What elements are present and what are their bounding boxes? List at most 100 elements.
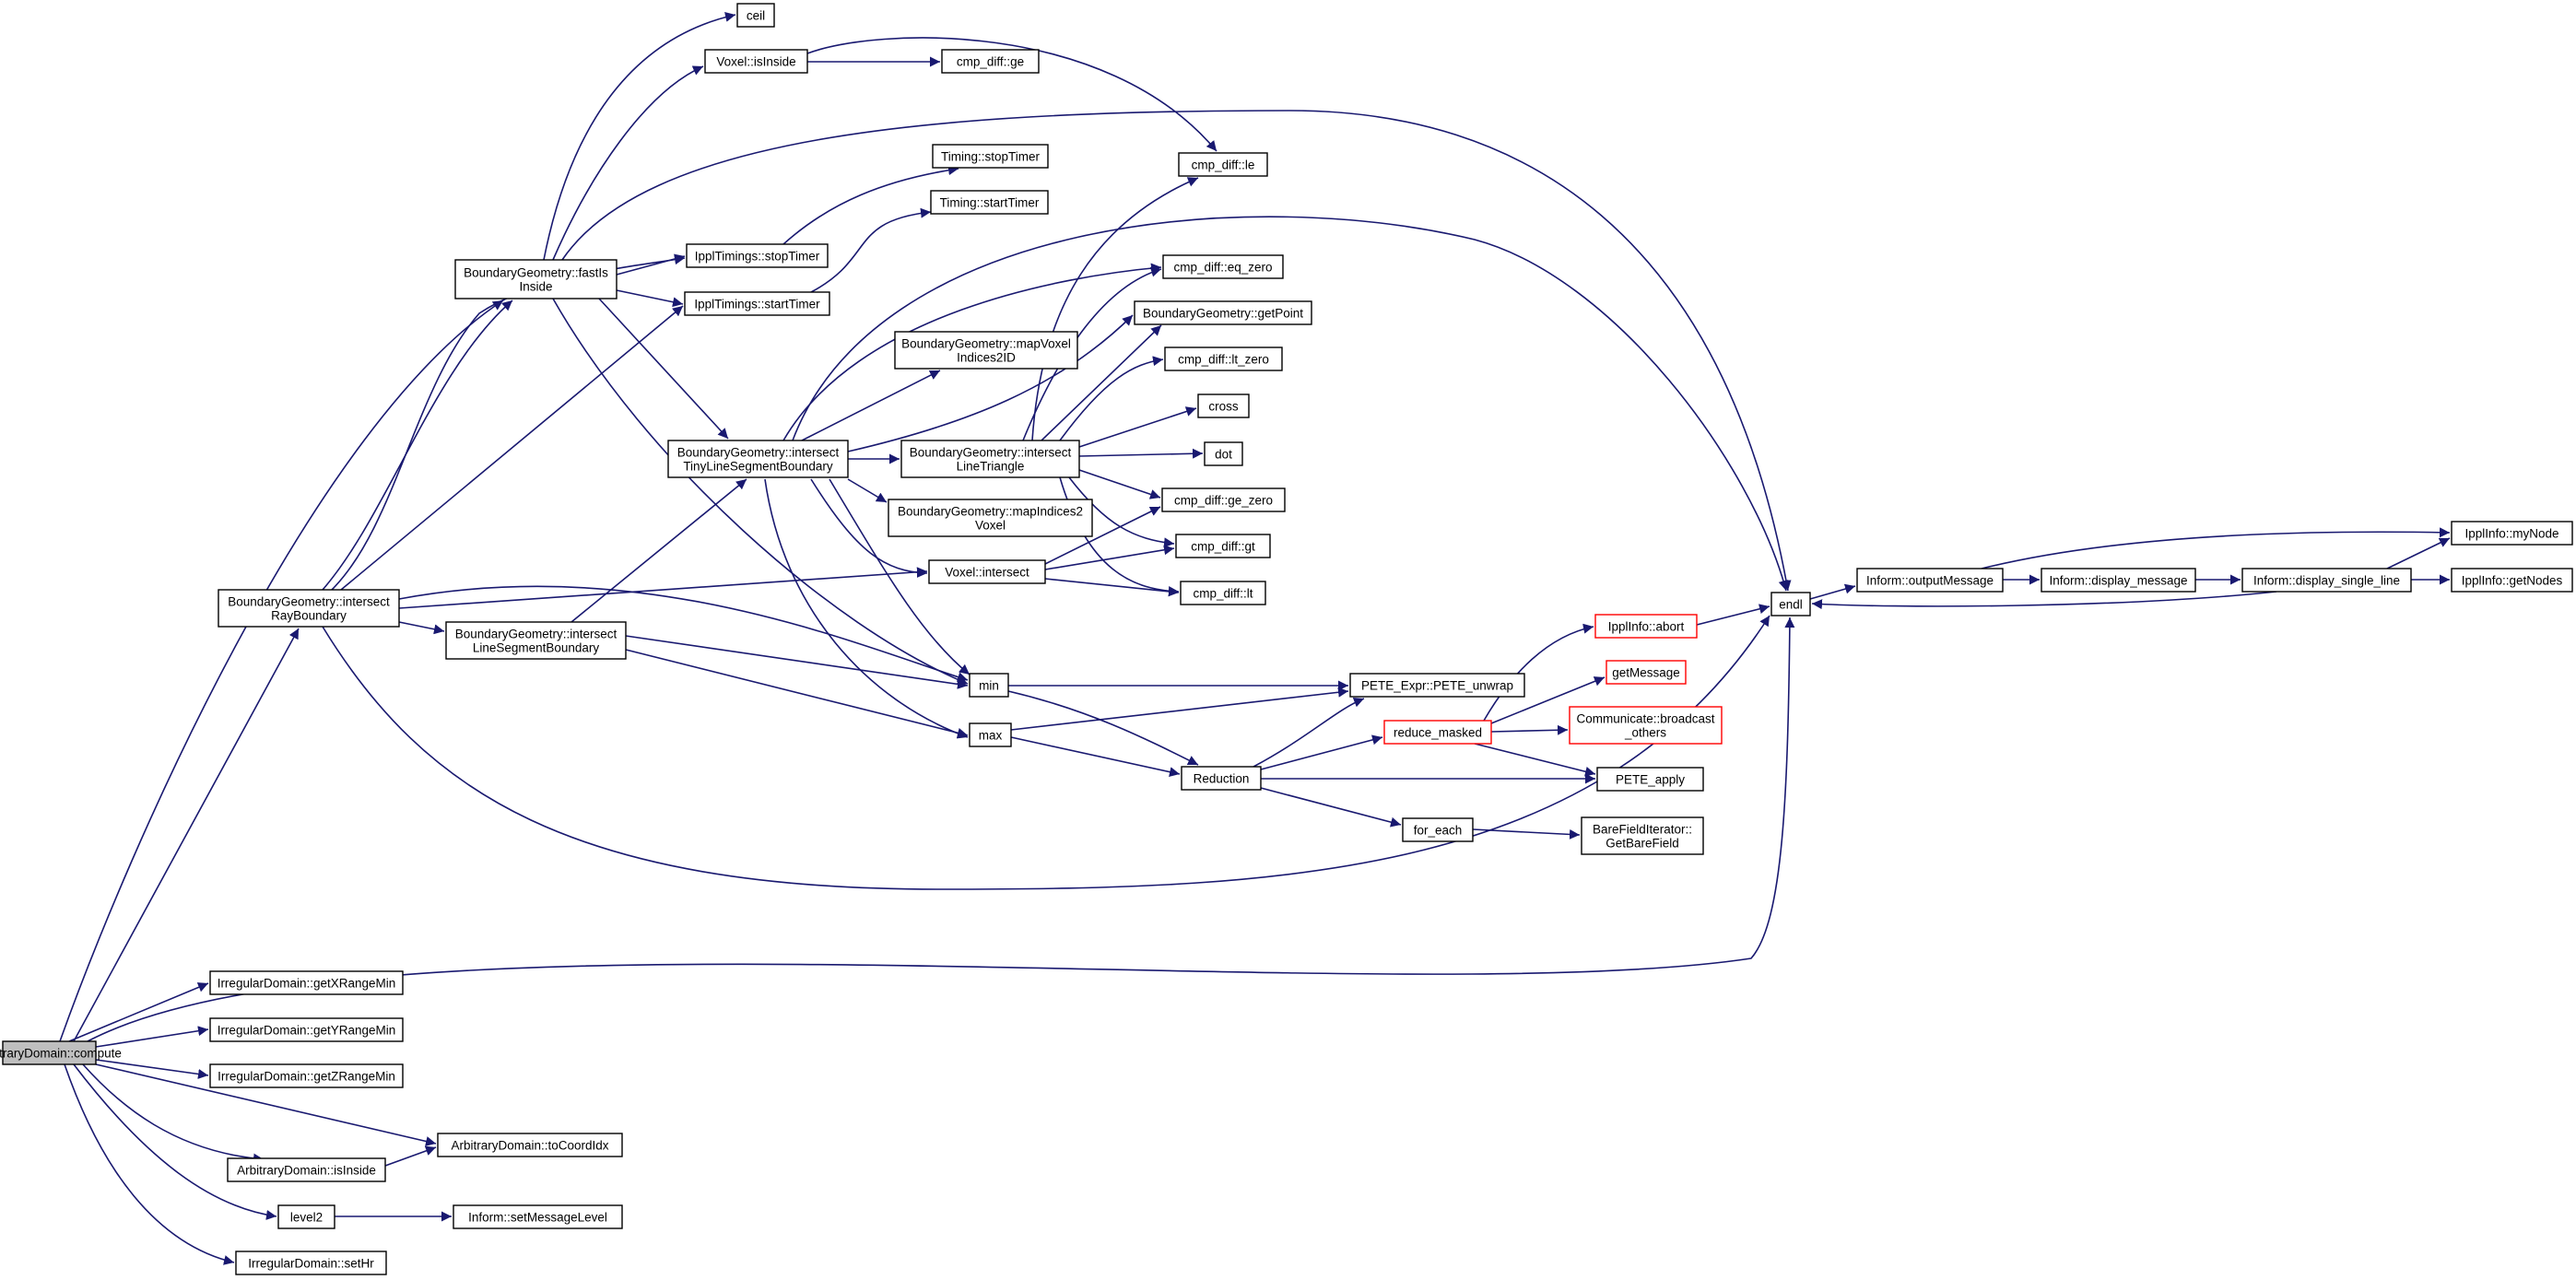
node-peteUnwrap[interactable]: PETE_Expr::PETE_unwrap bbox=[1349, 673, 1525, 698]
node-ipplAbort[interactable]: IpplInfo::abort bbox=[1594, 614, 1698, 639]
edge-reduceMasked-to-getMessage bbox=[1490, 676, 1606, 724]
node-box bbox=[218, 589, 400, 628]
edge-max-to-reduction bbox=[1010, 736, 1181, 778]
edge-intersectTri-to-getPoint bbox=[1041, 324, 1162, 441]
node-box bbox=[209, 1063, 404, 1088]
node-peteApply[interactable]: PETE_apply bbox=[1596, 767, 1704, 792]
node-max[interactable]: max bbox=[969, 722, 1012, 747]
node-getBareField[interactable]: BareFieldIterator::GetBareField bbox=[1581, 816, 1704, 855]
edge-intersectLine-to-min bbox=[625, 635, 969, 689]
node-box bbox=[900, 440, 1080, 478]
node-cmpGe[interactable]: cmp_diff::ge bbox=[941, 49, 1040, 74]
node-setMessageLevel[interactable]: Inform::setMessageLevel bbox=[453, 1204, 623, 1229]
node-getPoint[interactable]: BoundaryGeometry::getPoint bbox=[1134, 300, 1312, 325]
node-label: endl bbox=[1779, 598, 1803, 612]
node-cmpGeZero[interactable]: cmp_diff::ge_zero bbox=[1161, 487, 1286, 512]
node-forEach[interactable]: for_each bbox=[1402, 817, 1474, 842]
node-adIsInside[interactable]: ArbitraryDomain::isInside bbox=[227, 1157, 386, 1182]
node-box bbox=[1162, 254, 1284, 279]
edge-fastIsInside-to-endl bbox=[561, 110, 1792, 592]
edge-ipplAbort-to-endl bbox=[1696, 604, 1770, 626]
node-ceil[interactable]: ceil bbox=[736, 3, 775, 28]
node-label: BoundaryGeometry::getPoint bbox=[1143, 307, 1303, 321]
edge-intersectRay-to-fastIsInside bbox=[322, 299, 513, 591]
node-startTimerT[interactable]: Timing::startTimer bbox=[930, 190, 1049, 215]
edge-voxelIntersect-to-cmpGt bbox=[1044, 545, 1175, 570]
node-cmpEqZero[interactable]: cmp_diff::eq_zero bbox=[1162, 254, 1284, 279]
edge-fastIsInside-to-stopTimer bbox=[616, 253, 686, 276]
node-cmpLtZero[interactable]: cmp_diff::lt_zero bbox=[1164, 346, 1283, 371]
edge-fastIsInside-to-voxelIsInside bbox=[552, 65, 704, 261]
node-label: cmp_diff::eq_zero bbox=[1173, 261, 1272, 275]
node-label: IpplInfo::myNode bbox=[2464, 527, 2558, 541]
edge-root-to-getZRangeMin bbox=[95, 1059, 209, 1079]
node-getNodes[interactable]: IpplInfo::getNodes bbox=[2451, 568, 2573, 593]
node-box bbox=[930, 190, 1049, 215]
node-cmpGt[interactable]: cmp_diff::gt bbox=[1175, 534, 1271, 558]
node-label: for_each bbox=[1414, 824, 1463, 838]
node-stopTimer[interactable]: IpplTimings::stopTimer bbox=[686, 243, 829, 268]
node-box bbox=[437, 1133, 623, 1157]
edge-root-to-intersectRay bbox=[73, 628, 300, 1042]
node-voxelIsInside[interactable]: Voxel::isInside bbox=[704, 49, 808, 74]
node-cmpLt[interactable]: cmp_diff::lt bbox=[1180, 581, 1266, 605]
node-dot[interactable]: dot bbox=[1204, 441, 1243, 466]
node-voxelIntersect[interactable]: Voxel::intersect bbox=[928, 559, 1046, 584]
edge-outputMessage-to-myNode bbox=[1981, 527, 2451, 570]
node-outputMessage[interactable]: Inform::outputMessage bbox=[1856, 568, 2004, 593]
node-box bbox=[1581, 816, 1704, 855]
node-getYRangeMin[interactable]: IrregularDomain::getYRangeMin bbox=[209, 1017, 404, 1042]
node-box bbox=[969, 673, 1009, 698]
node-root[interactable]: ArbitraryDomain::compute bbox=[0, 1040, 122, 1065]
node-label: cross bbox=[1208, 400, 1239, 414]
node-reduceMasked[interactable]: reduce_masked bbox=[1383, 720, 1492, 745]
node-displayMessage[interactable]: Inform::display_message bbox=[2041, 568, 2196, 593]
node-min[interactable]: min bbox=[969, 673, 1009, 698]
node-setHr[interactable]: IrregularDomain::setHr bbox=[235, 1251, 387, 1275]
edge-displaySingleLine-to-endl bbox=[1811, 591, 2277, 610]
node-startTimer[interactable]: IpplTimings::startTimer bbox=[684, 291, 830, 316]
edge-intersectTiny-to-endl bbox=[792, 216, 1789, 592]
node-broadcast[interactable]: Communicate::broadcast_others bbox=[1569, 706, 1723, 745]
node-label: BareFieldIterator:: bbox=[1593, 823, 1692, 837]
node-box bbox=[454, 259, 618, 299]
node-intersectTiny[interactable]: BoundaryGeometry::intersectTinyLineSegme… bbox=[667, 440, 849, 478]
edge-voxelIntersect-to-cmpLt bbox=[1044, 578, 1180, 597]
node-getXRangeMin[interactable]: IrregularDomain::getXRangeMin bbox=[209, 970, 404, 995]
edge-intersectRay-to-stopTimer bbox=[331, 254, 686, 591]
node-intersectLine[interactable]: BoundaryGeometry::intersectLineSegmentBo… bbox=[445, 621, 627, 660]
node-box bbox=[736, 3, 775, 28]
edge-min-to-reduction bbox=[1007, 690, 1199, 766]
node-level2[interactable]: level2 bbox=[277, 1204, 335, 1229]
edge-intersectTiny-to-getPoint bbox=[847, 314, 1134, 452]
node-box bbox=[1596, 767, 1704, 792]
node-stopTimerT[interactable]: Timing::stopTimer bbox=[932, 144, 1049, 169]
edge-reduceMasked-to-peteApply bbox=[1474, 743, 1596, 777]
node-getMessage[interactable]: getMessage bbox=[1606, 660, 1687, 685]
node-cross[interactable]: cross bbox=[1197, 393, 1250, 418]
edge-intersectTiny-to-min bbox=[829, 478, 970, 675]
edge-endl-to-outputMessage bbox=[1809, 583, 1856, 600]
node-cmpLe[interactable]: cmp_diff::le bbox=[1178, 152, 1268, 177]
edge-voxelIsInside-to-cmpLe bbox=[806, 37, 1217, 152]
node-label: Voxel::isInside bbox=[716, 55, 795, 69]
node-myNode[interactable]: IpplInfo::myNode bbox=[2451, 521, 2573, 546]
node-box bbox=[1856, 568, 2004, 593]
node-label: TinyLineSegmentBoundary bbox=[683, 460, 833, 474]
node-reduction[interactable]: Reduction bbox=[1181, 766, 1262, 791]
node-toCoordIdx[interactable]: ArbitraryDomain::toCoordIdx bbox=[437, 1133, 623, 1157]
node-label: Inform::display_single_line bbox=[2253, 574, 2400, 588]
node-endl[interactable]: endl bbox=[1770, 592, 1811, 617]
node-displaySingleLine[interactable]: Inform::display_single_line bbox=[2241, 568, 2412, 593]
edge-intersectRay-to-min bbox=[398, 585, 969, 682]
node-label: Inform::setMessageLevel bbox=[468, 1211, 607, 1225]
node-getZRangeMin[interactable]: IrregularDomain::getZRangeMin bbox=[209, 1063, 404, 1088]
edge-intersectRay-to-endl bbox=[322, 615, 1770, 890]
edge-intersectTri-to-cross bbox=[1078, 406, 1197, 448]
node-label: Indices2ID bbox=[957, 351, 1016, 365]
